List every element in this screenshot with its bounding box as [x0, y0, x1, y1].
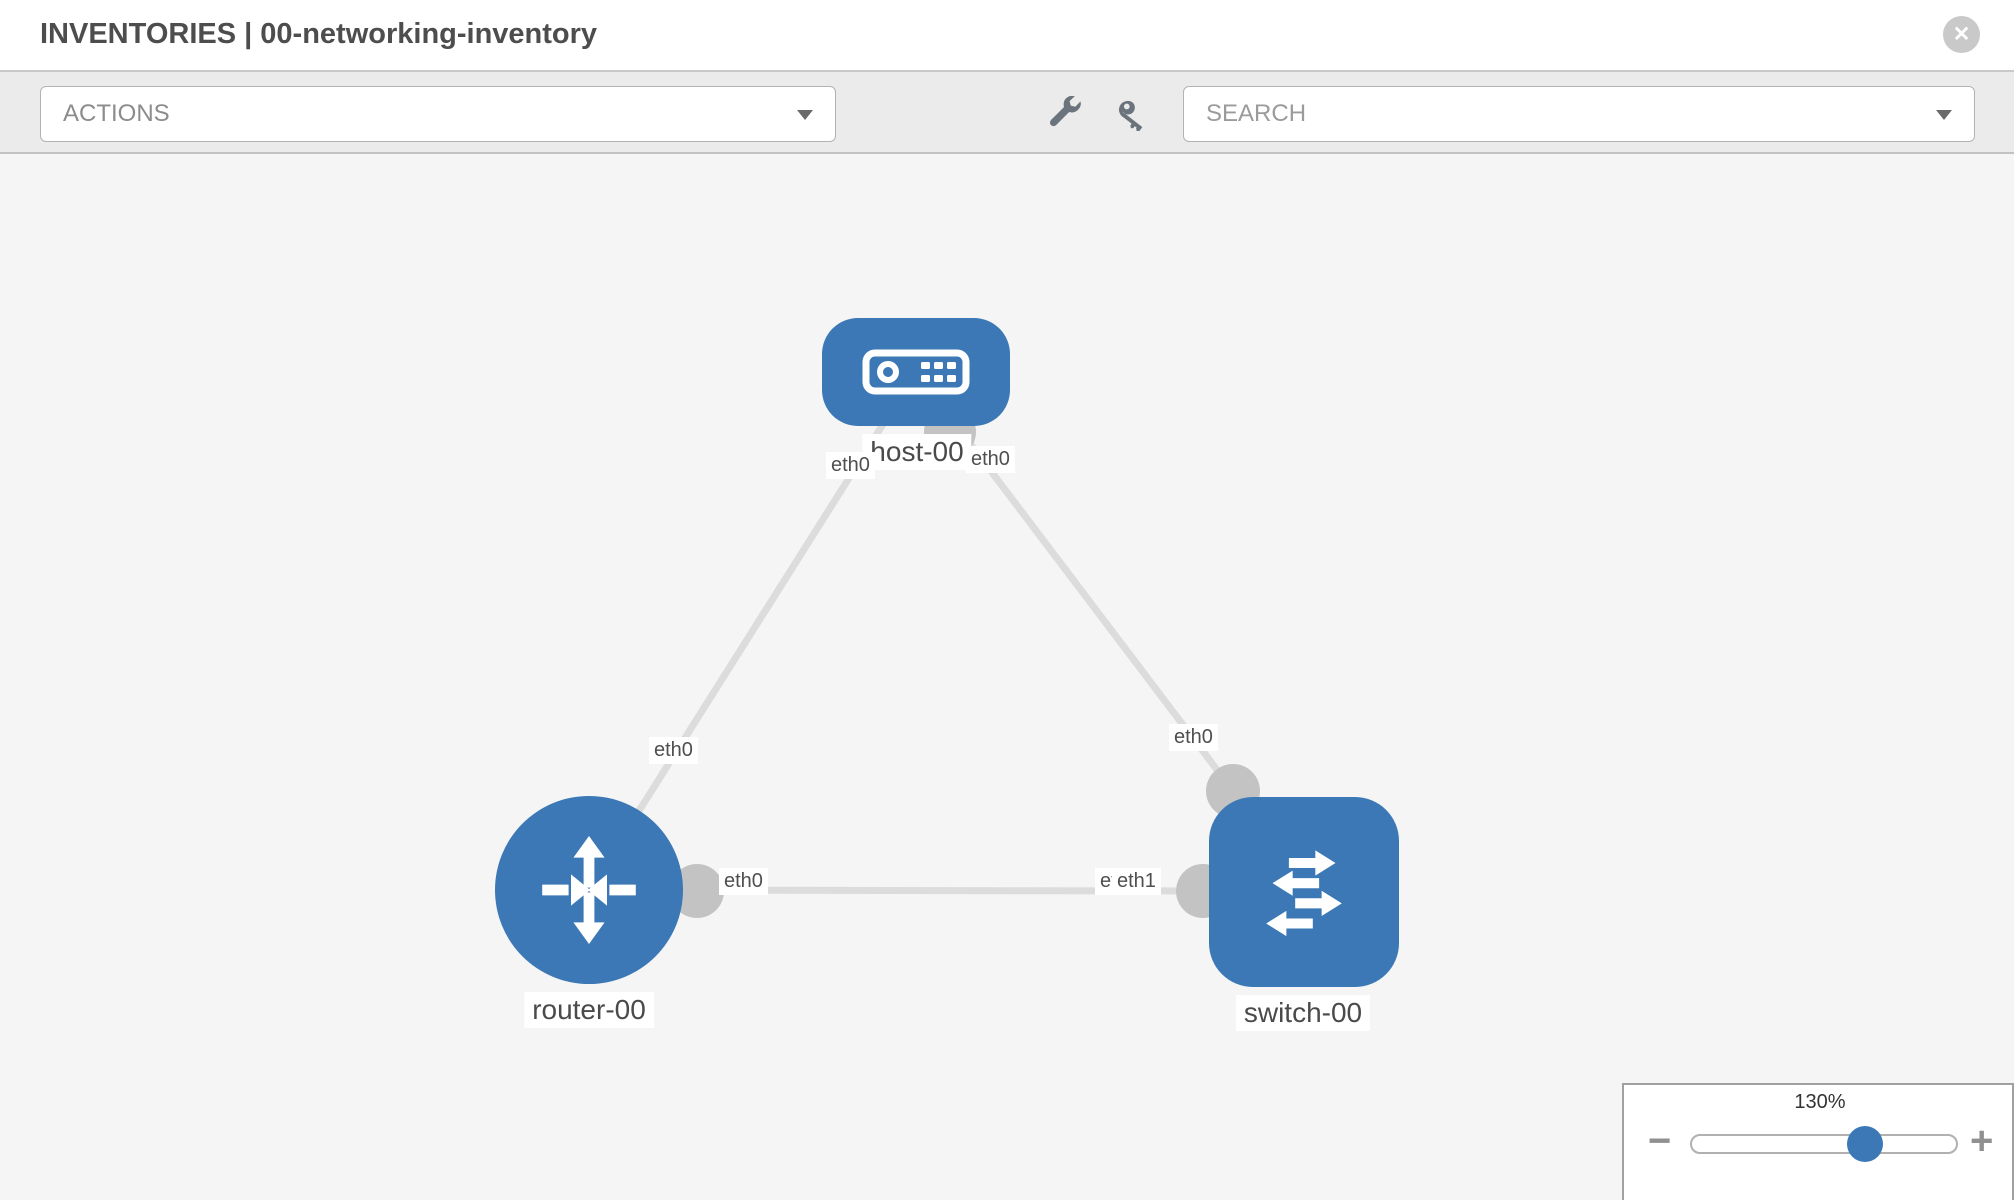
node-label-router: router-00: [524, 992, 654, 1028]
interface-label-router-right: eth0: [719, 868, 768, 895]
credentials-button[interactable]: [1116, 96, 1152, 132]
interface-connector-router-right: [670, 864, 724, 918]
zoom-slider-track[interactable]: [1690, 1126, 1958, 1162]
chevron-down-icon: [797, 110, 813, 120]
host-icon: [862, 349, 970, 395]
chevron-down-icon: [1936, 110, 1952, 120]
zoom-control-panel: 130% − +: [1622, 1083, 2014, 1200]
node-router-00[interactable]: [495, 796, 683, 984]
interface-label-host-right: eth0: [966, 446, 1015, 473]
actions-dropdown[interactable]: ACTIONS: [40, 86, 836, 142]
search-dropdown[interactable]: SEARCH: [1183, 86, 1975, 142]
search-dropdown-label: SEARCH: [1206, 100, 1307, 127]
node-switch-00[interactable]: [1209, 797, 1399, 987]
router-icon: [542, 836, 636, 944]
close-button[interactable]: ✕: [1943, 16, 1980, 53]
switch-icon: [1266, 850, 1342, 937]
toolbar: ACTIONS SEARCH: [0, 72, 2014, 154]
wrench-icon: [1049, 95, 1081, 127]
close-icon: ✕: [1952, 23, 1971, 46]
interface-label-switch-link: eth0: [1169, 724, 1218, 751]
actions-dropdown-label: ACTIONS: [63, 100, 170, 127]
zoom-in-button[interactable]: +: [1970, 1119, 1994, 1163]
zoom-level-value: 130%: [1794, 1091, 1846, 1113]
zoom-out-button[interactable]: −: [1648, 1119, 1672, 1163]
zoom-slider-handle[interactable]: [1847, 1126, 1883, 1162]
node-host-00[interactable]: [822, 318, 1010, 426]
interface-label-router-link: eth0: [649, 737, 698, 764]
node-label-host: host-00: [862, 434, 972, 470]
key-icon: [1118, 100, 1143, 131]
title-bar: INVENTORIES | 00-networking-inventory ✕: [0, 0, 2014, 72]
configure-tools-button[interactable]: [1048, 95, 1084, 132]
node-label-switch: switch-00: [1235, 995, 1371, 1031]
interface-label-host-left: eth0: [826, 452, 875, 479]
interface-label-switch-left-front: eth1: [1112, 868, 1161, 895]
page-title: INVENTORIES | 00-networking-inventory: [40, 18, 598, 50]
